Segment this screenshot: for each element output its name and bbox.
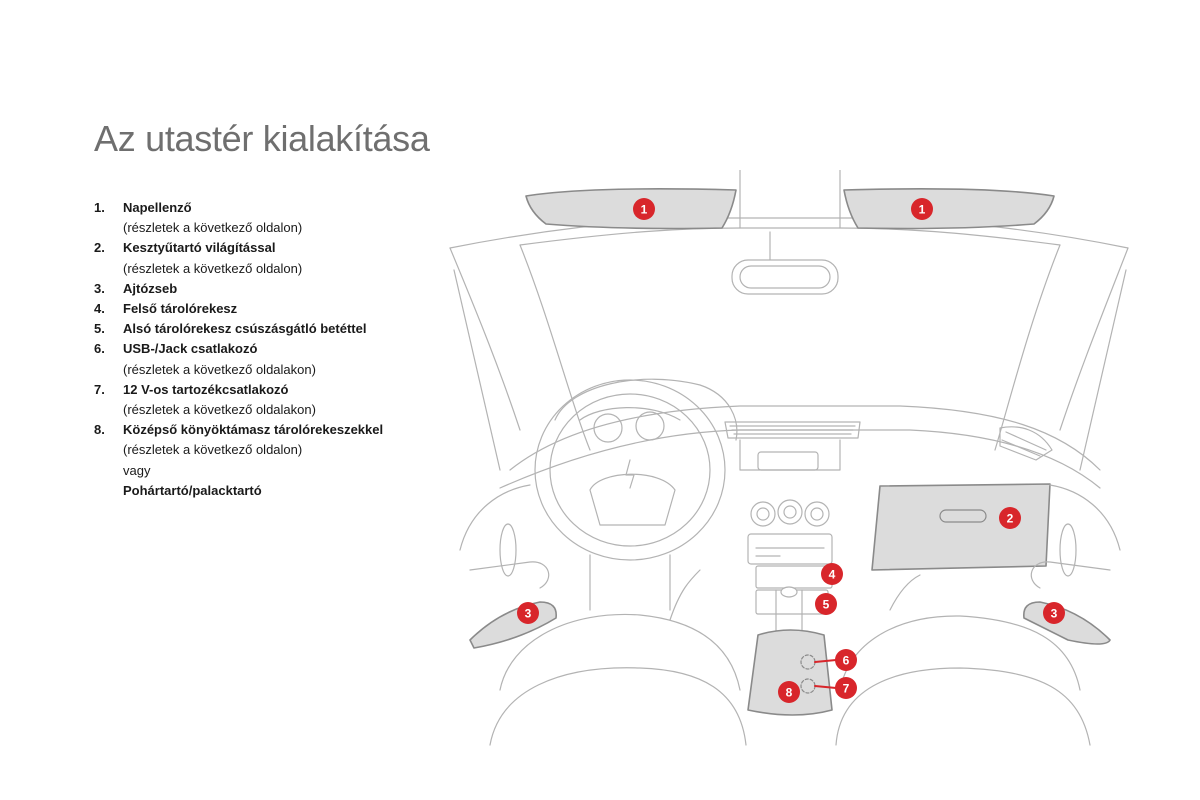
marker-6: 6: [814, 649, 857, 671]
svg-text:6: 6: [843, 654, 850, 668]
legend-name: Napellenző: [123, 200, 192, 215]
marker-7: 7: [814, 677, 857, 699]
legend-name-alt: Pohártartó/palacktartó: [123, 482, 262, 498]
marker-8: 8: [778, 681, 800, 703]
legend-name: Kesztyűtartó világítással: [123, 240, 276, 256]
legend-item: 3. Ajtózseb: [94, 279, 444, 299]
marker-2: 2: [999, 507, 1021, 529]
svg-text:3: 3: [525, 607, 532, 621]
doors-and-seats: [459, 484, 1121, 746]
center-console: [739, 439, 841, 639]
legend-item: 4. Felső tárolórekesz: [94, 299, 444, 319]
rearview-mirror-icon: [731, 231, 839, 295]
center-armrest: [747, 629, 833, 716]
legend-name: Középső könyöktámasz tárolórekeszekkel: [123, 422, 384, 438]
legend-item: 5. Alsó tárolórekesz csúszásgátló betétt…: [94, 319, 444, 339]
marker-1-left: 1: [633, 198, 655, 220]
legend-item: 8. Középső könyöktámasz tárolórekeszekke…: [94, 420, 444, 501]
svg-text:4: 4: [829, 568, 836, 582]
legend-number: 4.: [94, 301, 105, 317]
marker-5: 5: [815, 593, 837, 615]
legend-number: 2.: [94, 240, 105, 256]
marker-4: 4: [821, 563, 843, 585]
legend-name: Alsó tárolórekesz csúszásgátló betéttel: [123, 321, 367, 337]
legend-item: 7. 12 V-os tartozékcsatlakozó (részletek…: [94, 380, 444, 420]
marker-3-right: 3: [1043, 602, 1065, 624]
steering-wheel-icon: [534, 378, 738, 611]
legend-item: 1. Napellenző (részletek a következő old…: [94, 198, 444, 238]
dashboard: [499, 405, 1101, 489]
glove-box: [871, 483, 1051, 571]
legend-number: 1.: [94, 200, 105, 215]
legend-name: 12 V-os tartozékcsatlakozó: [123, 381, 289, 397]
svg-text:1: 1: [919, 203, 926, 217]
door-pocket-left: [469, 601, 557, 649]
svg-text:1: 1: [641, 203, 648, 217]
svg-text:3: 3: [1051, 607, 1058, 621]
legend-note-or: vagy: [123, 462, 151, 478]
legend-item: 6. USB-/Jack csatlakozó (részletek a köv…: [94, 339, 444, 379]
legend-item: 2. Kesztyűtartó világítással (részletek …: [94, 238, 444, 278]
door-pocket-right: [1023, 601, 1111, 645]
legend-number: 3.: [94, 280, 105, 296]
legend-list: 1. Napellenző (részletek a következő old…: [94, 198, 444, 501]
legend-number: 6.: [94, 341, 105, 357]
legend-note: (részletek a következő oldalakon): [123, 402, 316, 418]
legend-name: Ajtózseb: [123, 280, 178, 296]
legend-name: USB-/Jack csatlakozó: [123, 341, 258, 357]
svg-text:5: 5: [823, 598, 830, 612]
page-title: Az utastér kialakítása: [94, 118, 430, 159]
legend-note: (részletek a következő oldalon): [123, 260, 303, 276]
cabin-diagram: 1 1 2 3 3 4 5 6 7 8: [449, 170, 1129, 746]
legend-number: 7.: [94, 381, 105, 397]
legend-note: (részletek a következő oldalakon): [123, 361, 316, 377]
windshield-frame: [449, 170, 1129, 471]
legend-note: (részletek a következő oldalon): [123, 442, 303, 458]
legend-number: 5.: [94, 321, 105, 337]
glove-box-handle: [939, 509, 987, 523]
marker-3-left: 3: [517, 602, 539, 624]
sun-visor-right: [843, 188, 1055, 230]
sun-visor-left: [525, 188, 737, 230]
svg-text:8: 8: [786, 686, 793, 700]
svg-text:7: 7: [843, 682, 850, 696]
legend-note: (részletek a következő oldalon): [123, 220, 303, 236]
legend-name: Felső tárolórekesz: [123, 301, 238, 317]
svg-text:2: 2: [1007, 512, 1014, 526]
marker-1-right: 1: [911, 198, 933, 220]
legend-number: 8.: [94, 422, 105, 438]
